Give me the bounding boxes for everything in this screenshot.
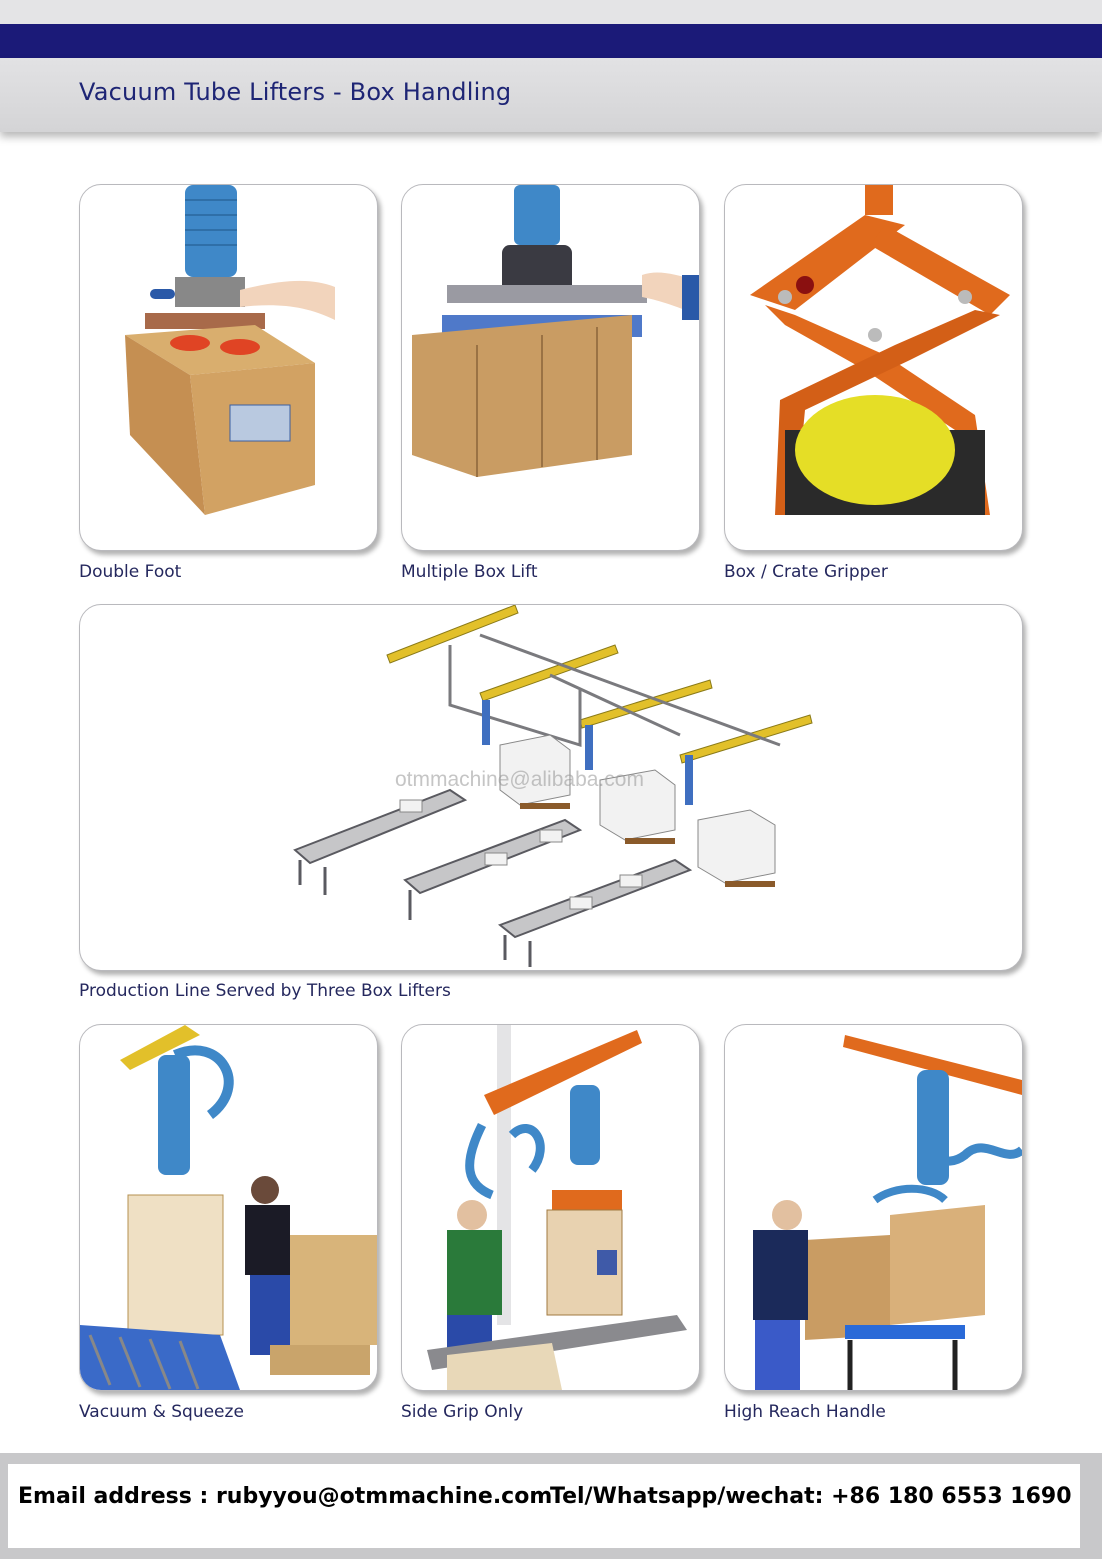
caption-side-grip-only: Side Grip Only bbox=[401, 1402, 524, 1422]
caption-multiple-box-lift: Multiple Box Lift bbox=[401, 562, 538, 582]
photo-high-reach-handle bbox=[724, 1024, 1023, 1391]
caption-vacuum-squeeze: Vacuum & Squeeze bbox=[79, 1402, 244, 1422]
photo-side-grip-only bbox=[401, 1024, 700, 1391]
top-band bbox=[0, 0, 1102, 24]
title-band bbox=[0, 58, 1102, 132]
photo-box-crate-gripper bbox=[724, 184, 1023, 551]
photo-production-line bbox=[79, 604, 1023, 971]
page-title: Vacuum Tube Lifters - Box Handling bbox=[79, 78, 512, 106]
photo-vacuum-squeeze bbox=[79, 1024, 378, 1391]
caption-high-reach-handle: High Reach Handle bbox=[724, 1402, 886, 1422]
photo-multiple-box-lift bbox=[401, 184, 700, 551]
navy-header-bar bbox=[0, 24, 1102, 58]
watermark: otmmachine@alibaba.com bbox=[395, 768, 644, 791]
footer-panel bbox=[8, 1464, 1080, 1548]
caption-double-foot: Double Foot bbox=[79, 562, 182, 582]
footer-email: Email address : rubyyou@otmmachine.com bbox=[18, 1484, 553, 1509]
footer-phone: Tel/Whatsapp/wechat: +86 180 6553 1690 bbox=[550, 1484, 1072, 1509]
caption-production-line: Production Line Served by Three Box Lift… bbox=[79, 981, 451, 1001]
caption-box-crate-gripper: Box / Crate Gripper bbox=[724, 562, 888, 582]
photo-double-foot bbox=[79, 184, 378, 551]
